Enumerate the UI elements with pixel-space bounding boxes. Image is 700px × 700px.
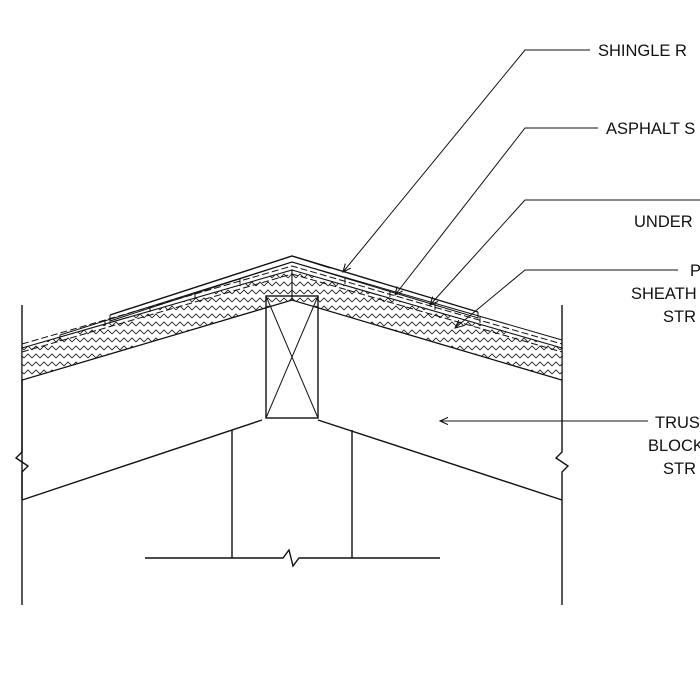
interior-wall — [145, 430, 440, 568]
leader-underlayment — [430, 199, 700, 305]
shingle-ridge-cap — [109, 255, 479, 322]
ridge-blocking — [265, 295, 319, 419]
label-underlayment: UNDER — [634, 213, 693, 231]
label-sheathing-line1: P — [690, 262, 700, 280]
label-truss-line1: TRUS — [655, 414, 700, 432]
underlayment-dashed-lines — [21, 265, 563, 353]
leader-asphalt — [395, 127, 598, 295]
right-wall-line — [554, 305, 570, 605]
label-sheathing-line3: STR — [663, 308, 696, 326]
label-truss-line3: STR — [663, 460, 696, 478]
label-truss-line2: BLOCK — [648, 437, 700, 455]
roof-sheathing-left — [21, 269, 293, 381]
label-asphalt: ASPHALT S — [606, 120, 695, 138]
label-sheathing-line2: SHEATH — [631, 285, 697, 303]
leader-shingle-ridge — [343, 49, 590, 272]
roof-sheathing-right — [291, 269, 563, 381]
label-shingle-ridge: SHINGLE R — [598, 42, 687, 60]
leader-sheathing — [455, 269, 678, 328]
